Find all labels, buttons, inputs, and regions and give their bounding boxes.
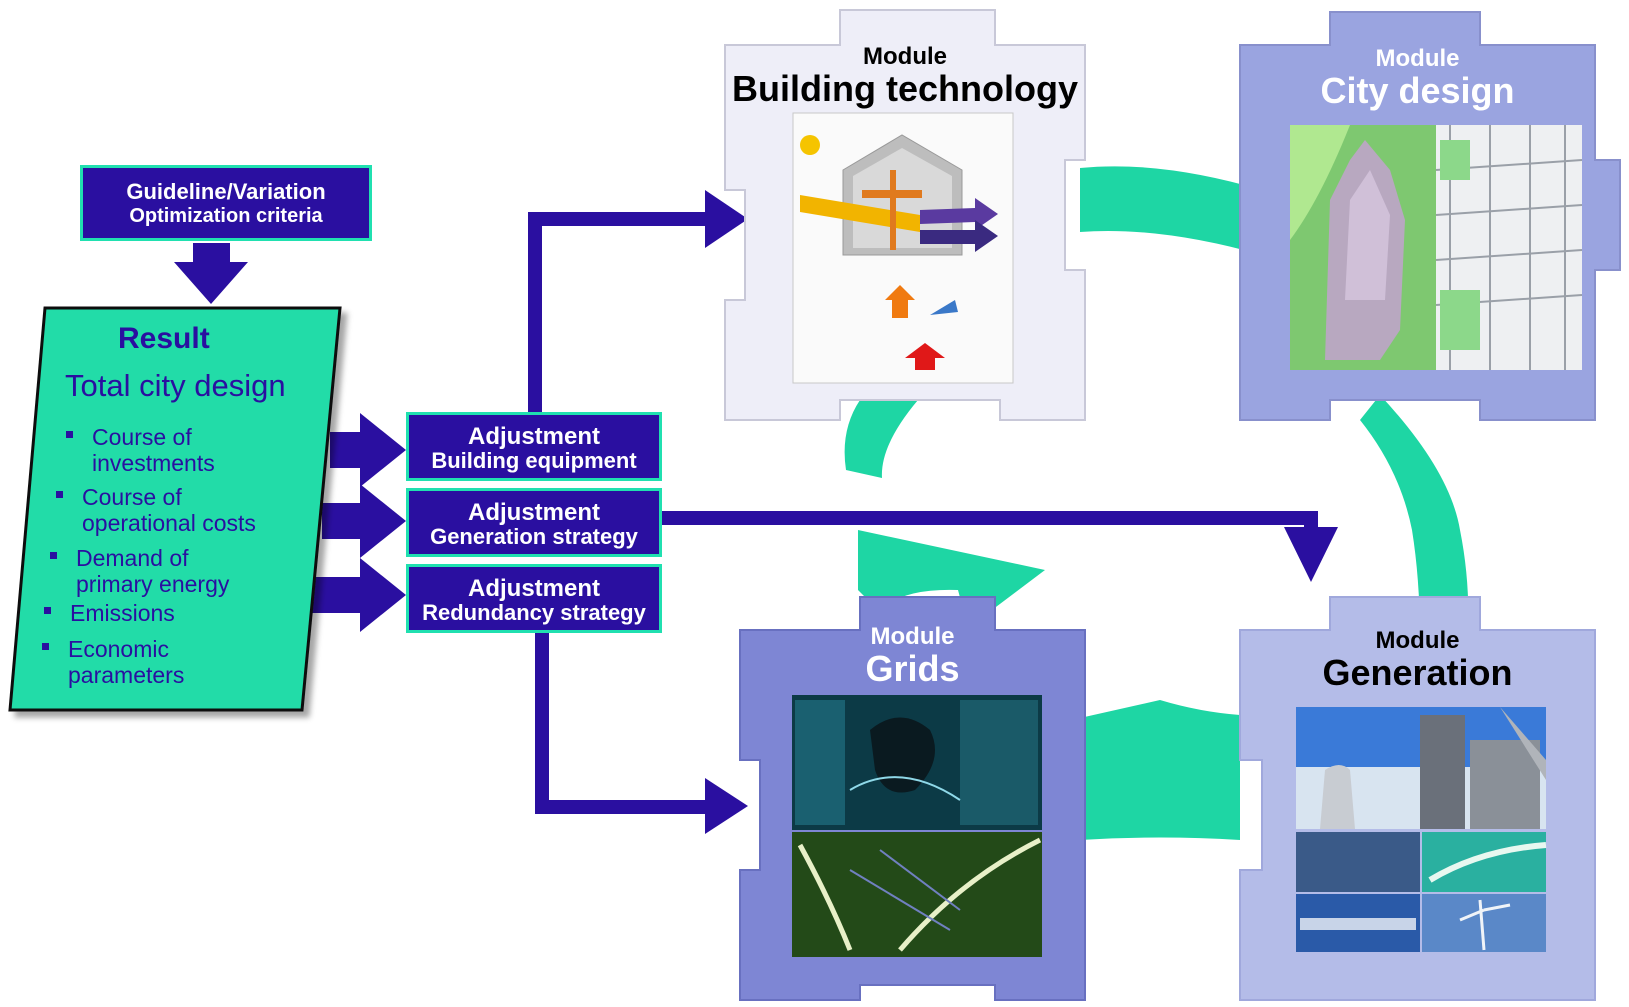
grids-image-bottom [792,832,1042,957]
module-building-label: Module Building technology [725,44,1085,108]
arrow-to-generation [662,511,1338,582]
result-panel [8,306,342,712]
adjustment-generation-strategy: Adjustment Generation strategy [406,488,662,557]
arrow-to-building [528,190,748,412]
module-name: City design [1320,70,1515,111]
result-bullet-line: investments [92,450,215,476]
adjustment-subtitle: Generation strategy [430,524,638,549]
result-bullet: Demand of primary energy [50,545,230,597]
result-bullet-line: Demand of [76,545,189,571]
result-bullet: Emissions [44,600,175,626]
result-bullet-line: Economic [68,636,169,662]
cycle-arrows [844,166,1469,840]
result-bullet-line: Course of [82,484,182,510]
city-design-render [1290,125,1583,370]
arrow-to-grids [535,633,748,834]
result-bullet: Course of investments [66,424,215,476]
result-bullet: Economic parameters [42,636,185,688]
guideline-box: Guideline/Variation Optimization criteri… [80,165,372,241]
bullet-icon [44,607,51,614]
result-arrow-3 [312,558,406,632]
result-bullet-line: Emissions [70,600,175,626]
cycle-arrowhead-left [858,530,1045,628]
result-bullet: Course of operational costs [56,484,256,536]
module-generation-label: Module Generation [1240,628,1595,692]
bullet-icon [56,491,63,498]
result-bullet-line: primary energy [76,571,230,597]
result-subtitle: Total city design [65,368,286,403]
module-city-label: Module City design [1240,46,1595,110]
result-bullet-line: parameters [68,662,185,688]
generation-image-main-detail [1296,707,1546,829]
cycle-arc-top [1080,166,1262,255]
cycle-arc-left [844,400,918,478]
guideline-line2: Optimization criteria [129,205,323,227]
adjustment-redundancy-strategy: Adjustment Redundancy strategy [406,564,662,633]
generation-image-5-detail [1459,899,1511,951]
module-kicker: Module [870,623,955,650]
result-arrow-1 [330,413,406,487]
guideline-line1: Guideline/Variation [126,179,326,204]
generation-image-3 [1422,832,1546,892]
adjustment-subtitle: Redundancy strategy [422,600,646,625]
result-bullet-line: operational costs [82,510,256,536]
cycle-arc-right [1360,395,1469,640]
bullet-icon [42,643,49,650]
generation-image-2 [1296,832,1420,892]
bullet-icon [66,431,73,438]
generation-image-4-detail [1300,918,1416,930]
generation-image-3-detail [1428,842,1547,883]
result-title: Result [118,322,210,355]
adjustment-title: Adjustment [468,575,600,602]
module-name: Generation [1322,652,1513,693]
cycle-arc-bottom [1080,700,1240,840]
result-bullet-line: Course of [92,424,192,450]
module-grids-label: Module Grids [740,624,1085,688]
adjustment-subtitle: Building equipment [431,448,637,473]
result-arrow-2 [322,484,406,558]
bullet-icon [50,552,57,559]
module-name: Building technology [732,68,1078,109]
flow-arrows [174,190,1338,834]
module-kicker: Module [863,43,947,70]
adjustment-title: Adjustment [468,423,600,450]
adjustment-title: Adjustment [468,499,600,526]
building-schematic-icon [800,134,998,370]
grids-image-bottom-detail [797,837,1042,952]
adjustment-building-equipment: Adjustment Building equipment [406,412,662,481]
module-kicker: Module [1375,45,1460,72]
grids-image-top-detail [795,700,1038,825]
guideline-down-arrow [174,243,248,304]
module-kicker: Module [1375,627,1460,654]
module-name: Grids [865,648,960,689]
